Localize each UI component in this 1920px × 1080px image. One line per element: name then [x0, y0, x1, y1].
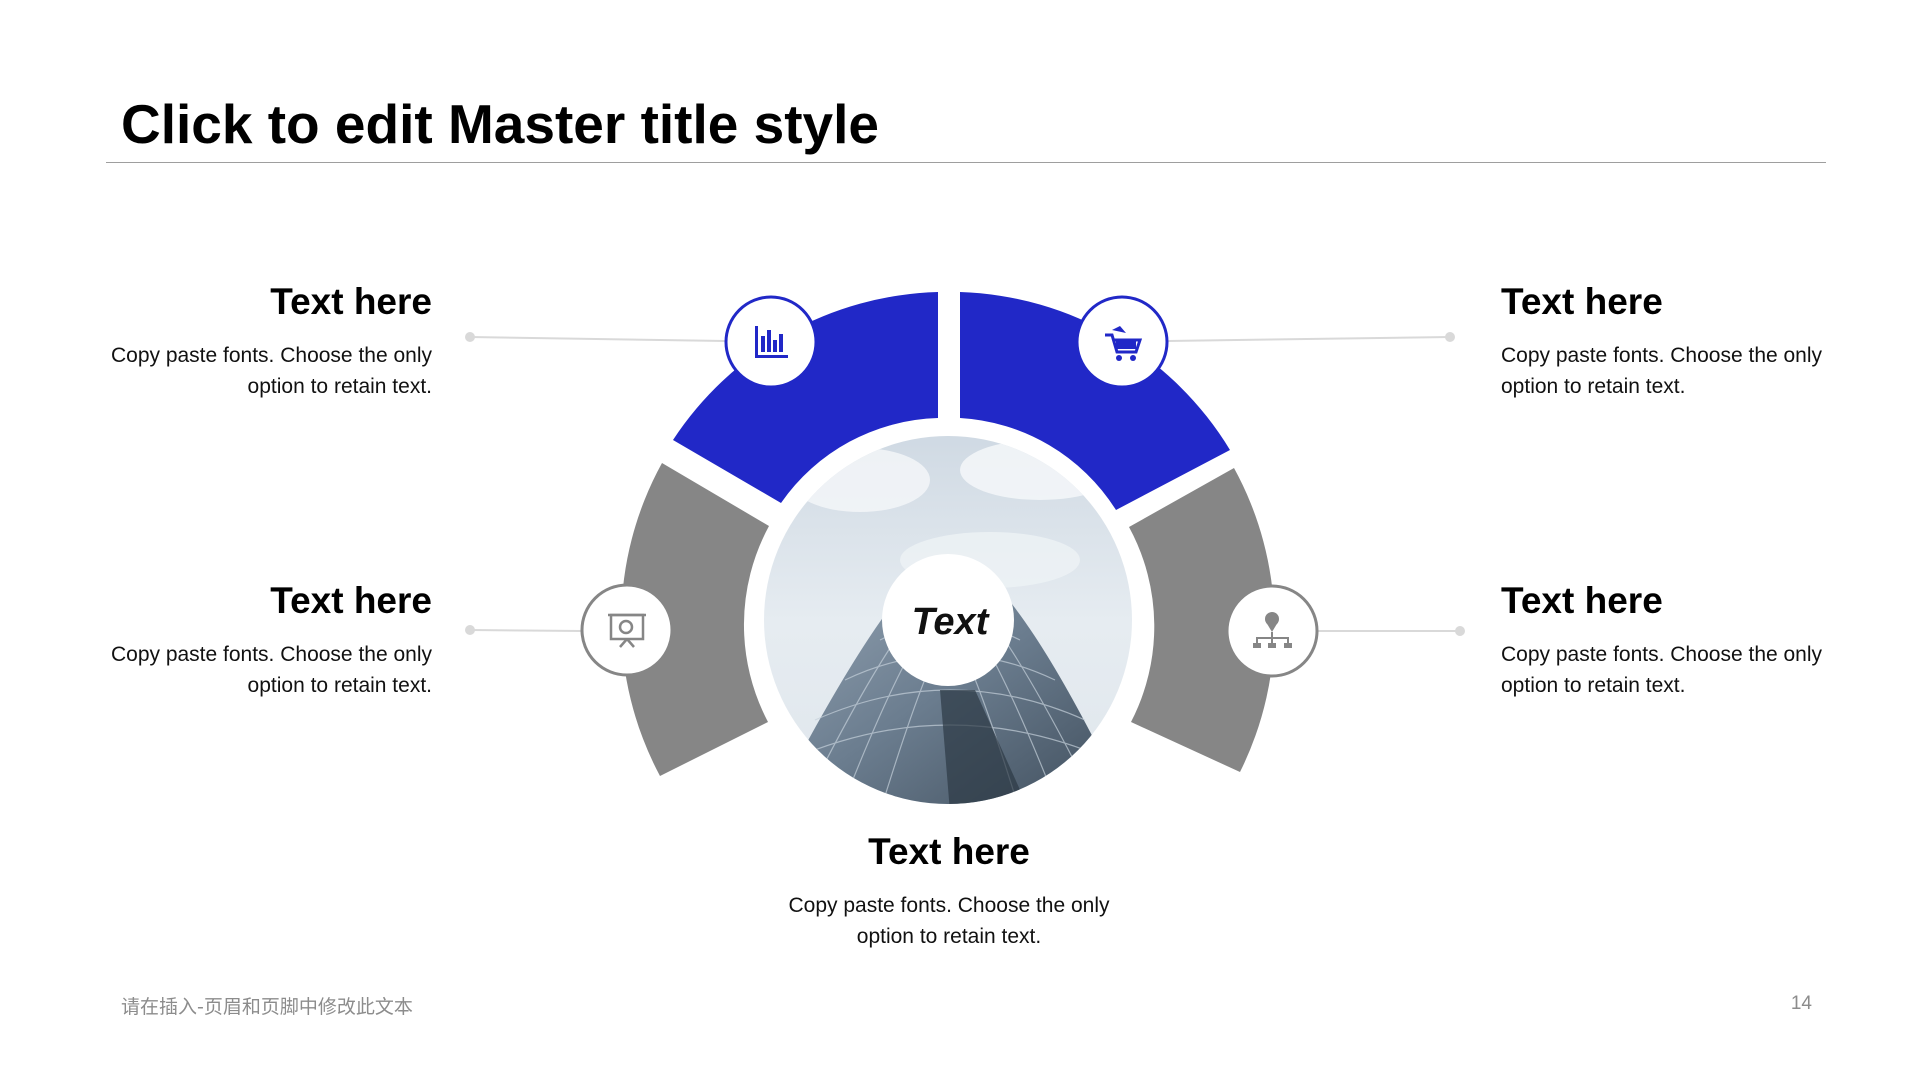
segment-top-right[interactable] [960, 292, 1230, 510]
text-block-mid-right[interactable]: Text here Copy paste fonts. Choose the o… [1501, 579, 1861, 701]
connector-top-right [1167, 332, 1455, 342]
center-label: Text [912, 601, 990, 643]
block-heading: Text here [270, 580, 432, 621]
icon-badge-mid-left[interactable] [580, 583, 674, 677]
title-divider [106, 162, 1826, 163]
connector-mid-left [465, 625, 583, 635]
block-heading: Text here [1501, 580, 1663, 621]
block-body: Copy paste fonts. Choose the only option… [1501, 344, 1823, 398]
block-body: Copy paste fonts. Choose the only option… [110, 643, 432, 697]
slide-title[interactable]: Click to edit Master title style [121, 93, 879, 155]
block-body: Copy paste fonts. Choose the only option… [1501, 643, 1823, 697]
icon-badge-top-left[interactable] [724, 295, 818, 389]
center-label-circle [882, 554, 1014, 686]
segment-mid-left[interactable] [621, 463, 769, 776]
footer-text[interactable]: 请在插入-页眉和页脚中修改此文本 [121, 996, 413, 1018]
text-block-top-left[interactable]: Text here Copy paste fonts. Choose the o… [72, 280, 432, 402]
text-block-bottom[interactable]: Text here Copy paste fonts. Choose the o… [769, 830, 1129, 952]
block-heading: Text here [868, 831, 1030, 872]
text-block-mid-left[interactable]: Text here Copy paste fonts. Choose the o… [72, 579, 432, 701]
icon-badge-top-right[interactable] [1075, 295, 1169, 389]
block-heading: Text here [1501, 281, 1663, 322]
bar-chart-icon [755, 326, 788, 358]
icon-badge-mid-right[interactable] [1225, 584, 1319, 678]
connector-mid-right [1318, 626, 1465, 636]
segment-mid-right[interactable] [1129, 468, 1275, 772]
text-block-top-right[interactable]: Text here Copy paste fonts. Choose the o… [1501, 280, 1861, 402]
shopping-cart-icon [1105, 326, 1143, 361]
page-number: 14 [1790, 993, 1812, 1014]
segment-top-left[interactable] [673, 292, 938, 503]
block-body: Copy paste fonts. Choose the only option… [788, 894, 1110, 948]
org-chart-icon [1253, 612, 1292, 648]
block-body: Copy paste fonts. Choose the only option… [110, 344, 432, 398]
block-heading: Text here [270, 281, 432, 322]
presentation-board-icon [608, 613, 646, 648]
connector-top-left [465, 332, 726, 342]
